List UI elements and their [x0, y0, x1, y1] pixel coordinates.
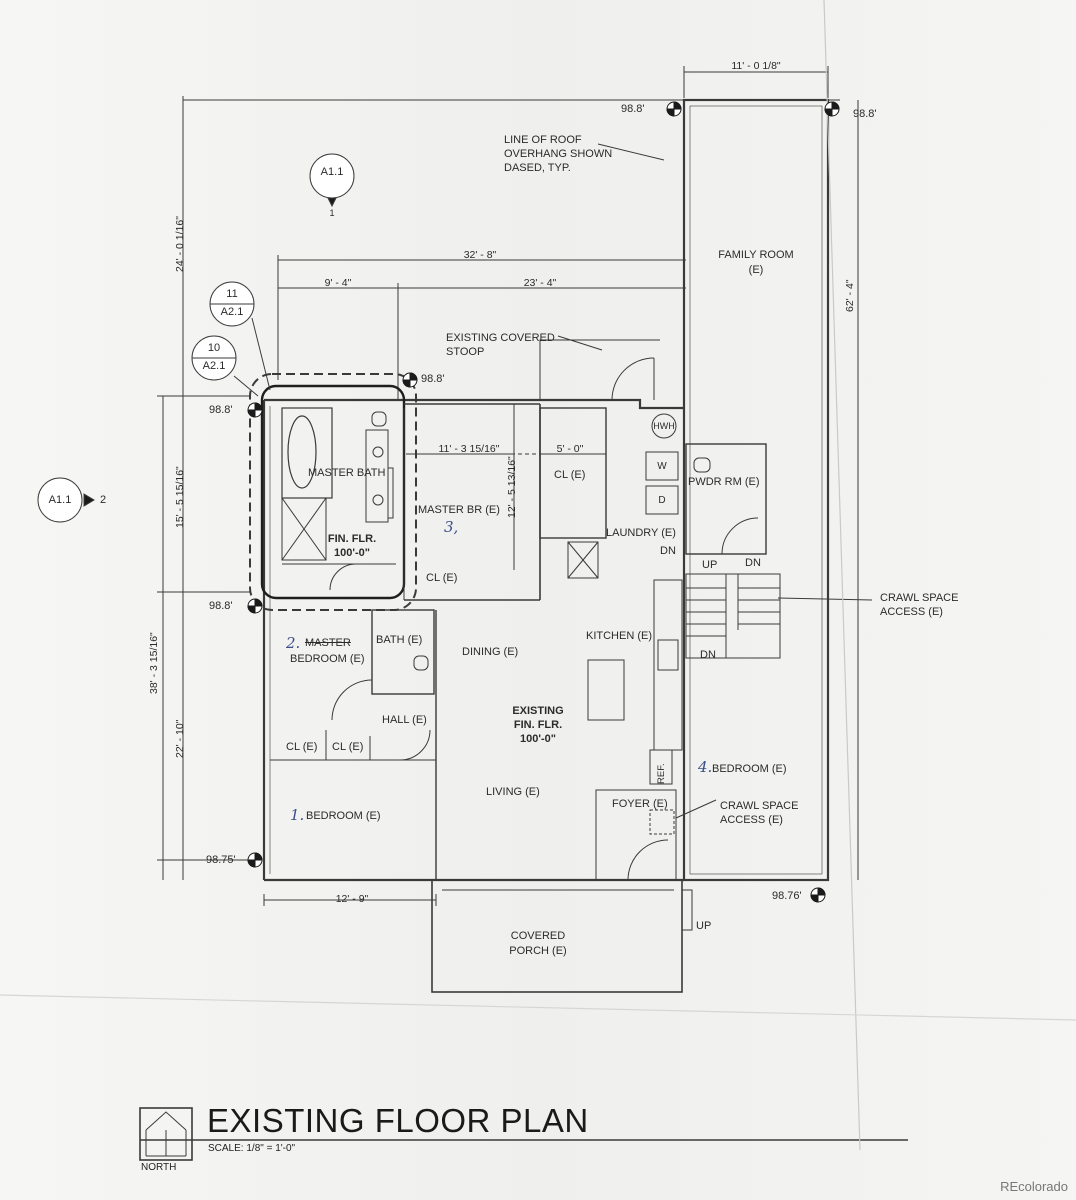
section-tag-a11-left-sheet: 2 [100, 494, 107, 506]
room-bath: BATH (E) [376, 634, 423, 646]
section-tag-11-sheet: A2.1 [220, 306, 244, 318]
dim-15-5: 15' - 5 15/16" [174, 466, 186, 528]
section-tag-11-num: 11 [226, 288, 238, 300]
elev-marker-top-right-a [666, 101, 682, 117]
note-stoop-1: EXISTING COVERED [446, 332, 555, 344]
section-tag-a11-top-sheet: 1 [329, 208, 335, 218]
elev-marker-left-mid [247, 598, 263, 614]
handwritten-1: 1. [290, 806, 305, 824]
note-roof-line-2: OVERHANG SHOWN [504, 148, 613, 160]
room-master-bath: MASTER BATH [308, 467, 386, 479]
elev-marker-left-upper [247, 402, 263, 418]
north-arrow-box [139, 1107, 193, 1161]
room-hall: HALL (E) [382, 714, 427, 726]
note-crawl-foyer-1: CRAWL SPACE [720, 800, 799, 812]
handwritten-2: 2. [286, 634, 301, 652]
stair-dn-1: DN [745, 557, 761, 569]
room-bedroom2-struck: MASTER [305, 637, 351, 649]
drawing-scale: SCALE: 1/8" = 1'-0" [208, 1143, 296, 1154]
room-cl-a: CL (E) [286, 741, 318, 753]
family-room-wall [682, 98, 830, 882]
elev-label-top-right-b: 98.8' [853, 108, 877, 120]
elev-label-bath-top: 98.8' [421, 373, 445, 385]
room-bedroom2: BEDROOM (E) [290, 653, 365, 665]
dim-12-9: 12' - 9" [335, 893, 369, 905]
elev-marker-top-right-b [824, 101, 840, 117]
dim-22-10: 22' - 10" [174, 719, 186, 758]
stair-up-1: UP [702, 559, 718, 571]
elev-label-right-lower: 98.76' [772, 890, 802, 902]
room-master-br: MASTER BR (E) [418, 504, 500, 516]
room-family-2: (E) [748, 264, 764, 276]
north-label: NORTH [141, 1162, 177, 1173]
master-bath-outline [249, 373, 417, 611]
elev-marker-left-lower [247, 852, 263, 868]
handwritten-4: 4. [698, 758, 713, 776]
room-hwh: HWH [653, 421, 675, 431]
note-stoop-2: STOOP [446, 346, 485, 358]
room-cl-master: CL (E) [554, 469, 586, 481]
elev-label-left-lower: 98.75' [206, 854, 236, 866]
elev-label-top-right-a: 98.8' [621, 103, 645, 115]
room-dryer: D [658, 495, 666, 506]
section-tag-a11-left-num: A1.1 [48, 494, 72, 506]
dim-62-4: 62' - 4" [844, 279, 856, 312]
elev-label-left-upper: 98.8' [209, 404, 233, 416]
elev-label-left-mid: 98.8' [209, 600, 233, 612]
note-roof-line-1: LINE OF ROOF [504, 134, 582, 146]
room-foyer: FOYER (E) [612, 798, 668, 810]
note-crawl-right-2: ACCESS (E) [880, 606, 943, 618]
elev-marker-right-lower [810, 887, 826, 903]
dim-9-4: 9' - 4" [324, 277, 352, 289]
room-covered-porch-2: PORCH (E) [509, 945, 567, 957]
note-crawl-right-1: CRAWL SPACE [880, 592, 959, 604]
section-tag-10-sheet: A2.1 [202, 360, 226, 372]
room-kitchen: KITCHEN (E) [586, 630, 652, 642]
room-cl-b: CL (E) [332, 741, 364, 753]
drawing-title: EXISTING FLOOR PLAN [207, 1102, 589, 1139]
dim-overall: 32' - 8" [463, 249, 497, 261]
handwritten-3: 3, [444, 518, 459, 536]
room-dining: DINING (E) [462, 646, 519, 658]
stair-up-porch: UP [696, 920, 712, 932]
dim-11-3: 11' - 3 15/16" [438, 443, 500, 455]
dim-top-width: 11' - 0 1/8" [731, 60, 781, 72]
room-fin-flr-1: FIN. FLR. [327, 533, 377, 545]
dim-5-0: 5' - 0" [556, 443, 584, 455]
room-cl-hall: CL (E) [426, 572, 458, 584]
room-pwdr-rm: PWDR RM (E) [688, 476, 760, 488]
room-bedroom1: BEDROOM (E) [306, 810, 381, 822]
room-covered-porch-1: COVERED [510, 930, 566, 942]
section-tag-a11-left [37, 477, 83, 523]
room-ref: REF. [656, 763, 667, 784]
dim-12-5: 12' - 5 13/16" [506, 456, 518, 518]
room-living: LIVING (E) [486, 786, 540, 798]
room-laundry: LAUNDRY (E) [606, 527, 676, 539]
dim-left-upper-vertical: 24' - 0 1/16" [174, 216, 186, 272]
dim-23-4: 23' - 4" [523, 277, 557, 289]
room-bedroom4: BEDROOM (E) [712, 763, 787, 775]
room-existing-2: FIN. FLR. [513, 719, 563, 731]
room-existing-3: 100'-0" [520, 733, 556, 745]
stair-dn-2: DN [660, 545, 676, 557]
section-tag-a11-top-num: A1.1 [320, 166, 344, 178]
note-roof-line-3: DASED, TYP. [504, 162, 571, 174]
credit-watermark: REcolorado [1000, 1179, 1068, 1194]
section-tag-10-num: 10 [207, 342, 221, 354]
dim-38-3: 38' - 3 15/16" [148, 632, 160, 694]
room-fin-flr-2: 100'-0" [334, 547, 370, 559]
stair-dn-3: DN [700, 649, 716, 661]
room-existing-1: EXISTING [512, 705, 564, 717]
note-crawl-foyer-2: ACCESS (E) [720, 814, 783, 826]
elev-marker-bath-top [402, 372, 418, 388]
room-washer: W [657, 461, 667, 472]
room-family-1: FAMILY ROOM [718, 249, 794, 261]
